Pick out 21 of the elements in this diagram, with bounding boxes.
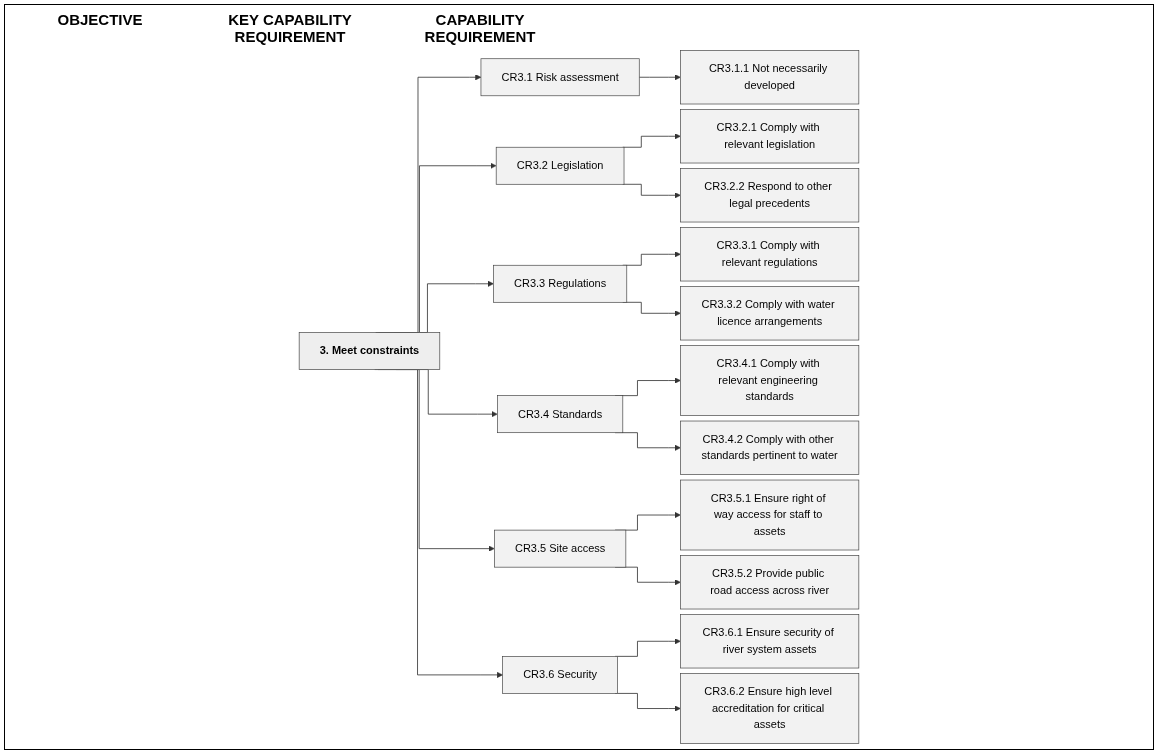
column-heading: KEY CAPABILITY REQUIREMENT [227, 11, 353, 45]
node-box: CR3.5 Site access [494, 529, 627, 568]
node-box: CR3.5.2 Provide public road access across river [680, 555, 860, 610]
node-box: CR3.3.2 Comply with water licence arrangements [680, 286, 860, 341]
node-box: CR3.4.2 Comply with other standards pertinent to water [680, 420, 860, 475]
node-box: CR3.6.1 Ensure security of river system assets [680, 614, 860, 669]
column-heading: CAPABILITY REQUIREMENT [423, 11, 537, 45]
node-box: CR3.6 Security [502, 656, 618, 694]
column-heading: OBJECTIVE [56, 11, 144, 30]
node-box: CR3.2.1 Comply with relevant legislation [680, 109, 860, 164]
node-box: CR3.2.2 Respond to other legal precedents [680, 168, 860, 223]
node-box: CR3.4 Standards [497, 395, 624, 434]
node-box: 3. Meet constraints [298, 332, 441, 370]
node-box: CR3.6.2 Ensure high level accreditation for critical assets [680, 673, 860, 744]
node-box: CR3.1.1 Not necessarily developed [680, 50, 860, 105]
node-box: CR3.2 Legislation [495, 146, 625, 185]
node-box: CR3.5.1 Ensure right of way access for staff to assets [680, 479, 860, 551]
node-box: CR3.4.1 Comply with relevant engineering standards [680, 345, 860, 416]
node-box: CR3.3 Regulations [493, 264, 628, 303]
node-box: CR3.3.1 Comply with relevant regulations [680, 227, 860, 282]
node-box: CR3.1 Risk assessment [480, 58, 640, 97]
